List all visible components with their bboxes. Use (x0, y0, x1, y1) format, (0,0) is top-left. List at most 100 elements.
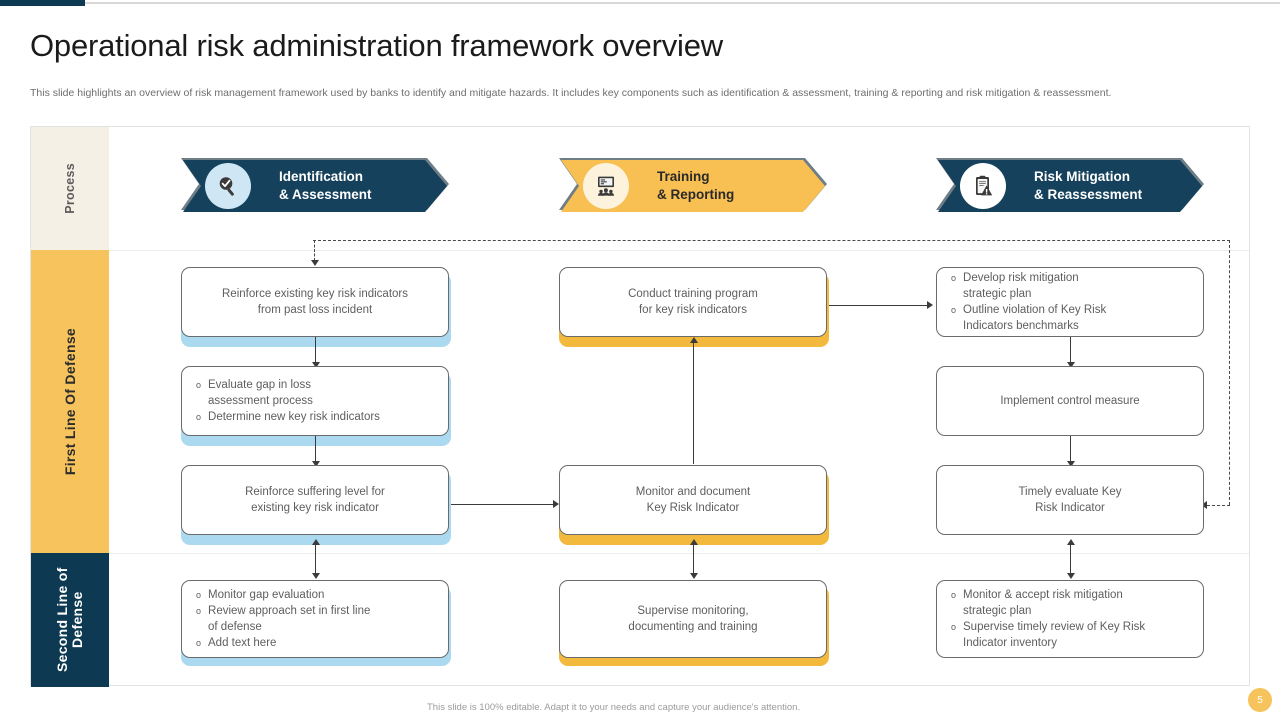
training-presentation-icon (583, 163, 629, 209)
banner-risk-mitigation-reassessment[interactable]: Risk Mitigation & Reassessment (938, 160, 1202, 212)
node-c3n1-item2: Outline violation of Key Risk Indicators… (963, 302, 1193, 334)
connector-c2n2-c2n3 (693, 542, 694, 576)
node-develop-risk-mitigation-plan[interactable]: o Develop risk mitigation strategic plan… (936, 267, 1204, 337)
node-reinforce-suffering-level[interactable]: Reinforce suffering level for existing k… (181, 465, 449, 535)
swimlane-process: Process (31, 127, 109, 250)
node-c2n1-line2: for key risk indicators (638, 304, 747, 316)
banner-identification-line2: & Assessment (279, 187, 372, 202)
magnifier-check-icon (205, 163, 251, 209)
bullet-item: o Outline violation of Key Risk Indicato… (951, 302, 1193, 334)
node-c2n3-line2: documenting and training (628, 621, 758, 633)
node-supervise-monitoring-documenting[interactable]: Supervise monitoring, documenting and tr… (559, 580, 827, 658)
node-c3n4-item1-line2: strategic plan (963, 605, 1032, 617)
bullet-item: o Add text here (196, 635, 438, 651)
connector-c1n3-c1n4-arrow-down (312, 573, 320, 579)
connector-c2n1-to-c3n1-arrow (927, 301, 933, 309)
node-c1n1-line2: from past loss incident (257, 304, 373, 316)
bullet-marker-icon: o (196, 380, 202, 390)
node-c2n1-line1: Conduct training program (628, 288, 758, 300)
banner-identification-line1: Identification (279, 169, 363, 184)
connector-c1n1-c1n2-arrow (312, 362, 320, 368)
node-c3n1-item1: Develop risk mitigation strategic plan (963, 270, 1193, 302)
banner-risk-mitigation-label: Risk Mitigation & Reassessment (1034, 168, 1142, 204)
connector-c2n2-c2n3-arrow-up (690, 539, 698, 545)
banner-training-label: Training & Reporting (657, 168, 734, 204)
bullet-item: o Develop risk mitigation strategic plan (951, 270, 1193, 302)
node-monitor-document-kri[interactable]: Monitor and document Key Risk Indicator (559, 465, 827, 535)
bullet-marker-icon: o (951, 273, 957, 283)
bullet-item: o Supervise timely review of Key Risk In… (951, 619, 1193, 651)
node-implement-control-measure[interactable]: Implement control measure (936, 366, 1204, 436)
node-c1n4-item2-line1: Review approach set in first line (208, 605, 371, 617)
swimlane-second-line-label: Second Line of Defense (54, 567, 85, 673)
node-conduct-training-program[interactable]: Conduct training program for key risk in… (559, 267, 827, 337)
banner-training-line2: & Reporting (657, 187, 735, 202)
connector-c1n3-c1n4-arrow-up (312, 539, 320, 545)
node-timely-evaluate-kri[interactable]: Timely evaluate Key Risk Indicator (936, 465, 1204, 535)
node-c3n1-item2-line1: Outline violation of Key Risk (963, 304, 1107, 316)
node-c2n2-line1: Monitor and document (635, 486, 751, 498)
banner-identification-label: Identification & Assessment (279, 168, 372, 204)
page-title: Operational risk administration framewor… (30, 28, 723, 63)
swimlane-process-label: Process (62, 163, 77, 214)
bullet-marker-icon: o (951, 590, 957, 600)
band-separator-defense (109, 553, 1249, 554)
node-c3n4-item2: Supervise timely review of Key Risk Indi… (963, 619, 1193, 651)
swimlane-first-line-of-defense: First Line Of Defense (31, 250, 109, 553)
node-c3n2-line1: Implement control measure (1000, 395, 1140, 407)
bullet-marker-icon: o (196, 590, 202, 600)
node-c3n1-item1-line2: strategic plan (963, 288, 1032, 300)
footer-note: This slide is 100% editable. Adapt it to… (427, 702, 801, 713)
banner-training-line1: Training (657, 169, 710, 184)
connector-c3n3-c3n4-arrow-up (1067, 539, 1075, 545)
connector-c2n2-c2n3-arrow-down (690, 573, 698, 579)
node-c1n4-item2: Review approach set in first line of def… (208, 603, 438, 635)
diagram-frame: Process First Line Of Defense Second Lin… (30, 126, 1250, 687)
node-c3n3-line2: Risk Indicator (1035, 502, 1105, 514)
connector-c3n1-c3n2-arrow (1067, 362, 1075, 368)
banner-identification-assessment[interactable]: Identification & Assessment (183, 160, 447, 212)
clipboard-warning-icon (960, 163, 1006, 209)
node-evaluate-gap-determine-kri[interactable]: o Evaluate gap in loss assessment proces… (181, 366, 449, 436)
node-c3n1-item1-line1: Develop risk mitigation (963, 272, 1079, 284)
node-c1n3-line1: Reinforce suffering level for (245, 486, 385, 498)
node-monitor-gap-review-approach[interactable]: o Monitor gap evaluation o Review approa… (181, 580, 449, 658)
feedback-loop-top (313, 240, 1230, 241)
bullet-item: o Monitor gap evaluation (196, 587, 438, 603)
node-c1n2-item1-line1: Evaluate gap in loss (208, 379, 311, 391)
node-c3n4-item2-line1: Supervise timely review of Key Risk (963, 621, 1146, 633)
feedback-loop-left-drop (314, 240, 315, 261)
connector-c1n3-to-c2n2-arrow (553, 500, 559, 508)
connector-c3n2-c3n3-arrow (1067, 461, 1075, 467)
feedback-loop-arrow-down (311, 260, 319, 266)
node-c3n4-item1: Monitor & accept risk mitigation strateg… (963, 587, 1193, 619)
node-c1n2-item1-line2: assessment process (208, 395, 313, 407)
banner-training-reporting[interactable]: Training & Reporting (561, 160, 825, 212)
swimlane-rail: Process First Line Of Defense Second Lin… (31, 127, 109, 687)
connector-c3n1-c3n2 (1070, 337, 1071, 364)
node-monitor-accept-risk-mitigation[interactable]: o Monitor & accept risk mitigation strat… (936, 580, 1204, 658)
connector-c3n3-c3n4-arrow-down (1067, 573, 1075, 579)
connector-c1n3-c1n4 (315, 542, 316, 576)
node-c3n4-item1-line1: Monitor & accept risk mitigation (963, 589, 1123, 601)
banner-risk-mitigation-line2: & Reassessment (1034, 187, 1143, 202)
node-c1n1-line1: Reinforce existing key risk indicators (222, 288, 408, 300)
feedback-loop-bottom (1207, 505, 1230, 506)
bullet-marker-icon: o (951, 622, 957, 632)
node-c1n3-line2: existing key risk indicator (251, 502, 379, 514)
connector-c3n2-c3n3 (1070, 436, 1071, 463)
node-reinforce-existing-kri[interactable]: Reinforce existing key risk indicators f… (181, 267, 449, 337)
node-c1n4-item3: Add text here (208, 637, 277, 649)
bullet-marker-icon: o (951, 305, 957, 315)
connector-c1n3-to-c2n2 (451, 504, 555, 505)
node-c3n4-item2-line2: Indicator inventory (963, 637, 1057, 649)
swimlane-second-line-of-defense: Second Line of Defense (31, 553, 109, 687)
page-number-badge: 5 (1248, 688, 1272, 712)
top-accent-line (85, 2, 1280, 4)
feedback-loop-arrow-left (1201, 501, 1207, 509)
node-c1n4-item2-line2: of defense (208, 621, 262, 633)
node-c1n2-item1: Evaluate gap in loss assessment process (208, 377, 438, 409)
top-accent-dark (0, 0, 85, 6)
page-subtitle: This slide highlights an overview of ris… (30, 87, 1112, 99)
